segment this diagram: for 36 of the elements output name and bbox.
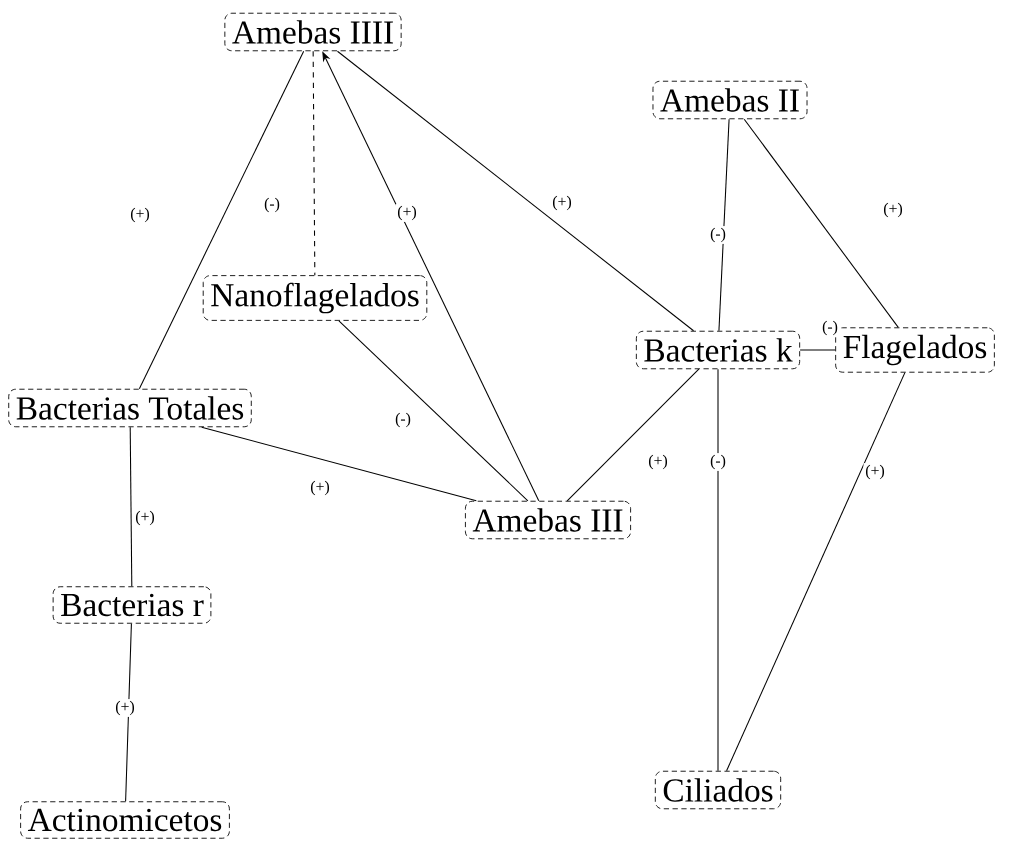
edge-label: (+) <box>128 206 152 224</box>
edge-label: (-) <box>708 226 728 244</box>
connector-line <box>717 368 719 772</box>
node-box: Actinomicetos <box>20 801 230 839</box>
connector-line <box>338 320 529 502</box>
connector-line <box>201 426 477 502</box>
edge-label: (-) <box>708 453 728 471</box>
node-box: Amebas II <box>652 80 808 120</box>
node-box: Ciliados <box>654 770 782 810</box>
node-box: Amebas III <box>465 500 632 540</box>
connector-line <box>726 372 906 772</box>
edge-label: (+) <box>646 453 670 471</box>
connector-line <box>312 50 316 276</box>
edge-label: (+) <box>133 509 157 527</box>
edge-label: (-) <box>393 411 413 429</box>
connector-line <box>129 426 133 587</box>
edge-label: (+) <box>863 463 887 481</box>
connector-line <box>799 349 836 351</box>
edge-label: (-) <box>262 196 282 214</box>
node-box: Bacterias r <box>52 586 212 624</box>
edge-label: (+) <box>881 201 905 219</box>
connector-line <box>743 118 899 328</box>
node-box: Nanoflagelados <box>202 275 428 321</box>
connector-line <box>336 50 695 332</box>
edge-label: (+) <box>113 699 137 717</box>
edge-label: (+) <box>308 479 332 497</box>
connector-line <box>138 50 305 390</box>
node-box: Bacterias k <box>635 330 801 370</box>
connector-line <box>566 368 700 502</box>
edge-label: (-) <box>820 319 840 337</box>
edge-label: (+) <box>550 194 574 212</box>
connector-line <box>718 118 730 332</box>
node-box: Amebas IIII <box>224 12 402 52</box>
connector-line <box>125 623 132 802</box>
edge-label: (+) <box>395 204 419 222</box>
node-box: Bacterias Totales <box>8 388 252 428</box>
